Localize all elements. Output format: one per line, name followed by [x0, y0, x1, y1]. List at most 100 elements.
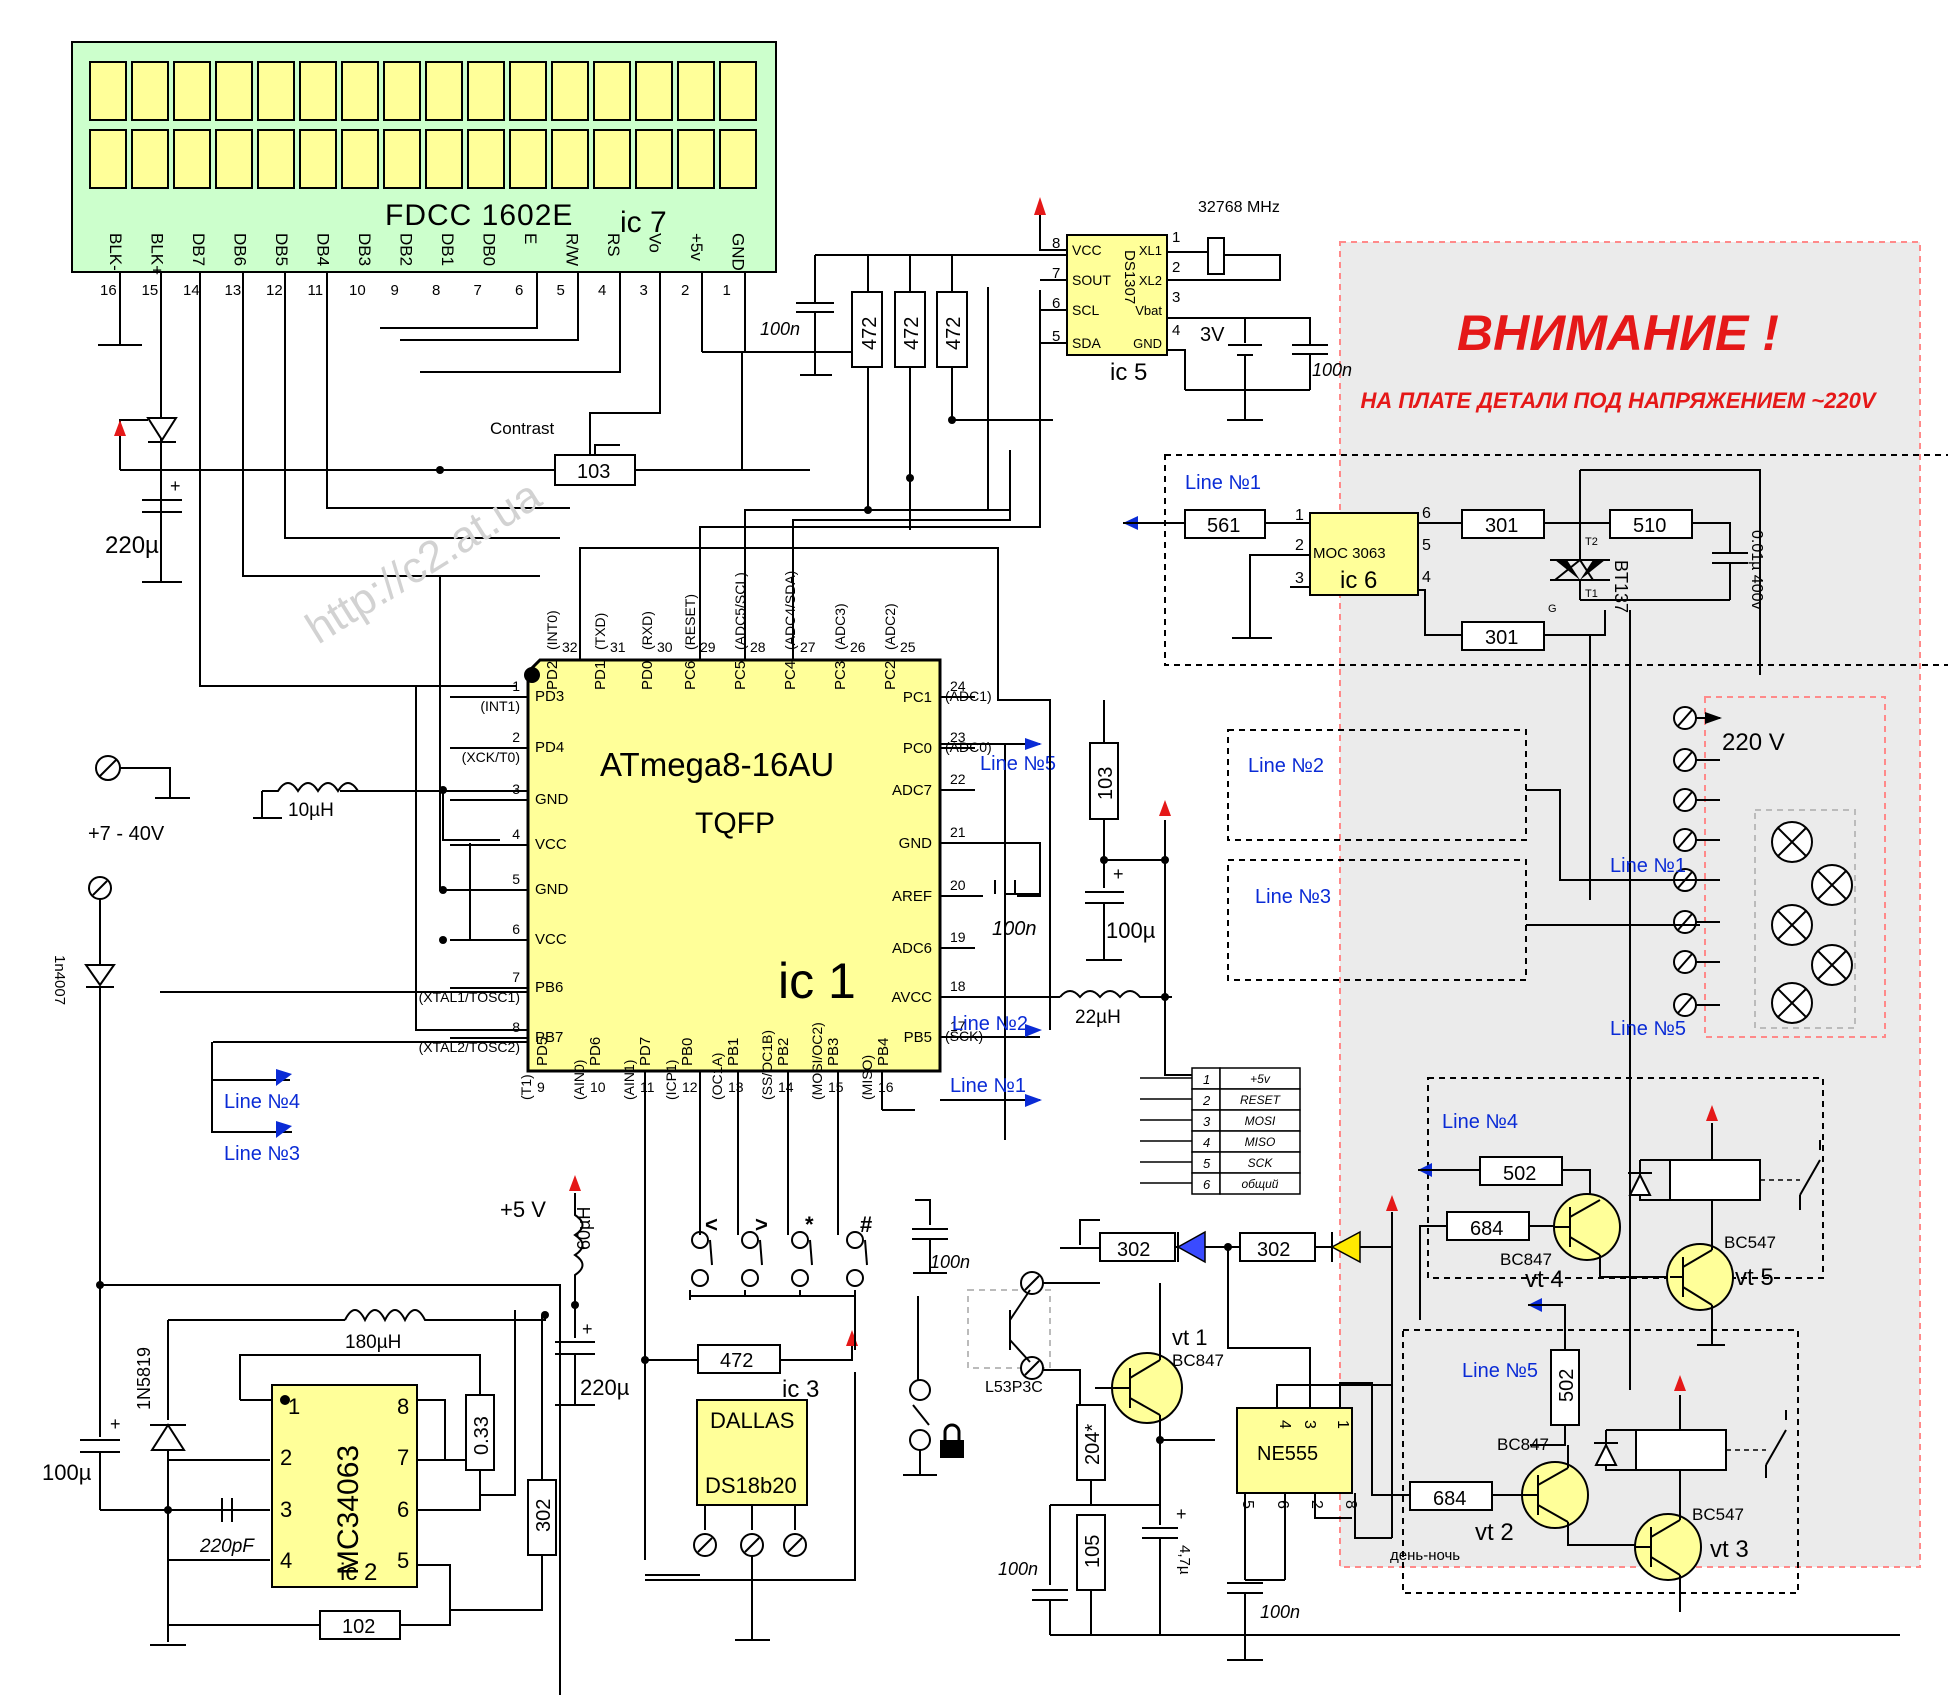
mcu-pin-number: 25 [900, 639, 916, 655]
mcu-pin-alt: (T1) [518, 1074, 534, 1100]
mcu-pin-alt: (ADC4/SDA) [782, 571, 798, 650]
inductor-22uh: 22µH [1075, 1007, 1121, 1028]
sensor-chip [696, 1399, 808, 1506]
lcd-cell [383, 61, 421, 121]
vt1-label: vt 1 [1172, 1325, 1207, 1350]
mcu-pin-alt: (MOSI/OC2) [809, 1022, 825, 1100]
screw-slot [1677, 709, 1693, 727]
lcd-cell [467, 129, 505, 189]
lcd-cell [257, 61, 295, 121]
mcu-pin-number: 8 [512, 1019, 520, 1035]
isp-pin-number: 5 [1203, 1156, 1211, 1171]
line3-label-box: Line №3 [1255, 886, 1331, 908]
isp-signal-name: MISO [1245, 1135, 1276, 1149]
timer-pin-1: 1 [1334, 1420, 1351, 1429]
mcu-chip [526, 658, 942, 1073]
rtc-pin-number: 4 [1172, 322, 1180, 339]
svg-text:+: + [170, 476, 181, 496]
mcu-pin-number: 24 [950, 678, 966, 694]
mcu-ic-label: ic 1 [778, 953, 856, 1009]
cap-100n-555b: 100n [1260, 1602, 1300, 1622]
rtc-pin-number: 5 [1052, 328, 1060, 345]
lcd-pin-number: 5 [557, 282, 565, 299]
screw-slot [1677, 913, 1693, 931]
lcd-pin-label: DB1 [438, 233, 457, 266]
mcu-pin-number: 26 [850, 639, 866, 655]
mcu-pin-number: 18 [950, 978, 966, 994]
line4-label-relay: Line №4 [1442, 1111, 1518, 1133]
svg-text:+: + [1176, 1504, 1187, 1524]
isp-signal-name: RESET [1240, 1093, 1282, 1107]
lcd-pin-label: BLK+ [148, 233, 167, 275]
keypad-button-b4[interactable]: # [860, 1212, 872, 1237]
warning-title: ВНИМАНИЕ ! [1457, 305, 1779, 361]
mcu-pin-name: PB3 [825, 1038, 842, 1066]
reg-pin-7: 7 [397, 1445, 409, 1470]
mcu-pin-name: GND [899, 835, 933, 852]
lcd-pin-number: 15 [142, 282, 159, 299]
res-302-a: 302 [1117, 1239, 1150, 1261]
lcd-pin-number: 14 [183, 282, 200, 299]
inductor-180uh: 180µH [345, 1332, 401, 1353]
rtc-pin-number: 2 [1172, 259, 1180, 276]
res-502-b: 502 [1556, 1369, 1578, 1402]
res-105: 105 [1082, 1535, 1104, 1568]
triac-t2-label: T2 [1585, 536, 1598, 548]
mcu-pin-alt: (INT1) [480, 698, 520, 714]
opto-pin-4: 4 [1422, 569, 1431, 586]
button-contact [691, 1269, 709, 1287]
res-472-b: 472 [901, 317, 923, 350]
lcd-cell [635, 129, 673, 189]
vt3-label: vt 3 [1710, 1536, 1749, 1563]
rtc-pin-name: GND [1133, 336, 1162, 351]
warning-subtitle: НА ПЛАТЕ ДЕТАЛИ ПОД НАПРЯЖЕНИЕМ ~220V [1360, 388, 1877, 413]
res-103-aref: 103 [1095, 767, 1117, 800]
mcu-pin-name: VCC [535, 836, 567, 853]
blue-led-icon [1176, 1230, 1206, 1264]
rtc-pin-number: 8 [1052, 235, 1060, 252]
opto-pin-1: 1 [1295, 507, 1304, 524]
keypad-button-b2[interactable]: > [755, 1212, 768, 1237]
res-301-b: 301 [1485, 627, 1518, 649]
sensor-line1: DALLAS [710, 1408, 794, 1433]
mcu-pin-alt: (ICP1) [663, 1060, 679, 1100]
rtc-pin-name: SOUT [1072, 272, 1111, 288]
line4-label-left: Line №4 [224, 1091, 300, 1113]
line3-label-left: Line №3 [224, 1143, 300, 1165]
timer-name: NE555 [1257, 1443, 1318, 1465]
mcu-package: TQFP [695, 807, 775, 840]
vt5-label: vt 5 [1735, 1264, 1774, 1291]
lcd-pin-label: +5v [687, 233, 706, 261]
lcd-pin-label: DB4 [314, 233, 333, 266]
line5-label-mcu: Line №5 [980, 753, 1056, 775]
mcu-name: ATmega8-16AU [600, 746, 834, 783]
line2-label-box: Line №2 [1248, 755, 1324, 777]
mcu-pin-number: 6 [512, 921, 520, 937]
rtc-pin-number: 1 [1172, 229, 1180, 246]
cap-220u-top: 220µ [105, 532, 159, 559]
mcu-pin-alt: (ADC1) [945, 688, 992, 704]
mcu-pin-alt: (MISO) [859, 1055, 875, 1100]
inductor-10uh: 10µH [288, 800, 334, 821]
vt5-type: BC547 [1724, 1233, 1776, 1252]
keypad-button-b3[interactable]: * [805, 1212, 814, 1237]
res-204: 204* [1082, 1424, 1104, 1465]
mcu-pin-name: GND [535, 881, 569, 898]
lamp-cross [1817, 870, 1847, 900]
rtc-ic-label: ic 5 [1110, 359, 1147, 386]
res-033: 0.33 [471, 1416, 493, 1455]
lcd-pin-number: 16 [100, 282, 117, 299]
timer-pin-4: 4 [1276, 1420, 1293, 1429]
res-302-c: 302 [533, 1499, 555, 1532]
vt4-label: vt 4 [1525, 1266, 1564, 1293]
button-lever [759, 1239, 763, 1266]
rtc-chip [1066, 234, 1168, 356]
lcd-pin-label: E [521, 233, 540, 244]
keypad-button-b1[interactable]: < [705, 1212, 718, 1237]
mcu-pin-number: 11 [640, 1079, 655, 1095]
lcd-pin-label: DB2 [397, 233, 416, 266]
mcu-pin-number: 32 [562, 639, 578, 655]
mcu-pin-name: PB0 [679, 1038, 696, 1066]
lcd-cell [341, 61, 379, 121]
